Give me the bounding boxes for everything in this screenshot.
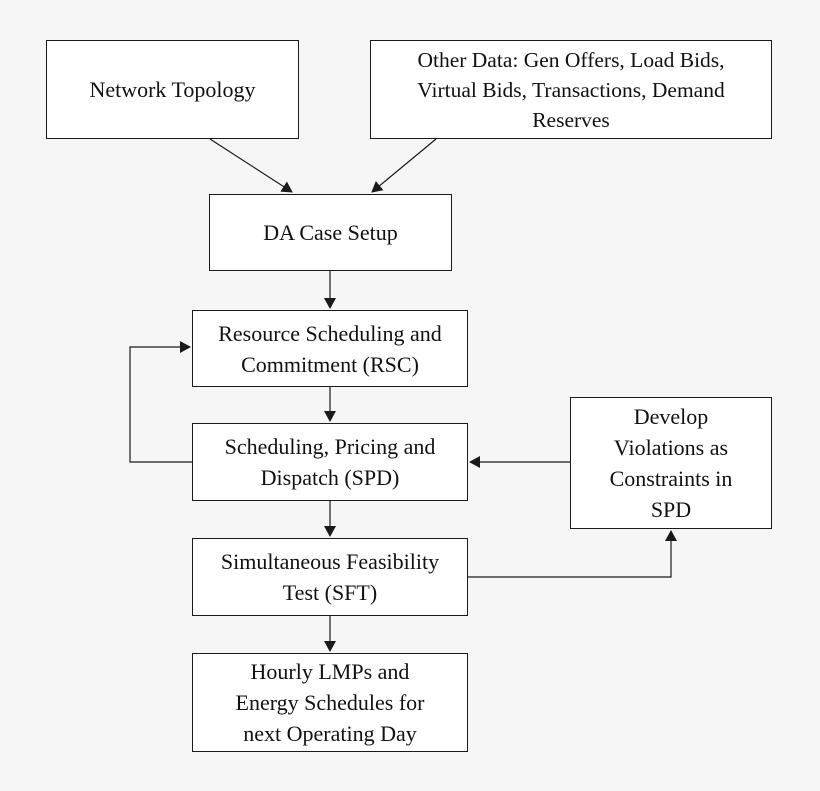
sft-label: Simultaneous Feasibility Test (SFT) xyxy=(220,549,440,605)
lmps-box: Hourly LMPs and Energy Schedules for nex… xyxy=(192,653,468,752)
spd-box: Scheduling, Pricing and Dispatch (SPD) xyxy=(192,423,468,501)
arrow-network-to-setup xyxy=(209,138,293,193)
develop-violations-label: Develop Violations as Constraints in SPD xyxy=(609,404,733,522)
other-data-box: Other Data: Gen Offers, Load Bids, Virtu… xyxy=(370,40,772,139)
da-case-setup-box: DA Case Setup xyxy=(209,194,452,271)
spd-label: Scheduling, Pricing and Dispatch (SPD) xyxy=(224,434,436,490)
arrow-sft-to-develop xyxy=(468,530,677,578)
lmps-label: Hourly LMPs and Energy Schedules for nex… xyxy=(235,659,425,746)
other-data-label: Other Data: Gen Offers, Load Bids, Virtu… xyxy=(417,47,725,132)
develop-violations-box: Develop Violations as Constraints in SPD xyxy=(570,397,772,529)
da-case-setup-label: DA Case Setup xyxy=(263,220,398,245)
rsc-box: Resource Scheduling and Commitment (RSC) xyxy=(192,310,468,387)
network-topology-box: Network Topology xyxy=(46,40,299,139)
arrow-other-to-setup xyxy=(371,138,437,193)
sft-box: Simultaneous Feasibility Test (SFT) xyxy=(192,538,468,616)
rsc-label: Resource Scheduling and Commitment (RSC) xyxy=(218,320,442,377)
network-topology-label: Network Topology xyxy=(89,77,256,102)
arrow-spd-feedback-to-rsc xyxy=(129,341,192,463)
